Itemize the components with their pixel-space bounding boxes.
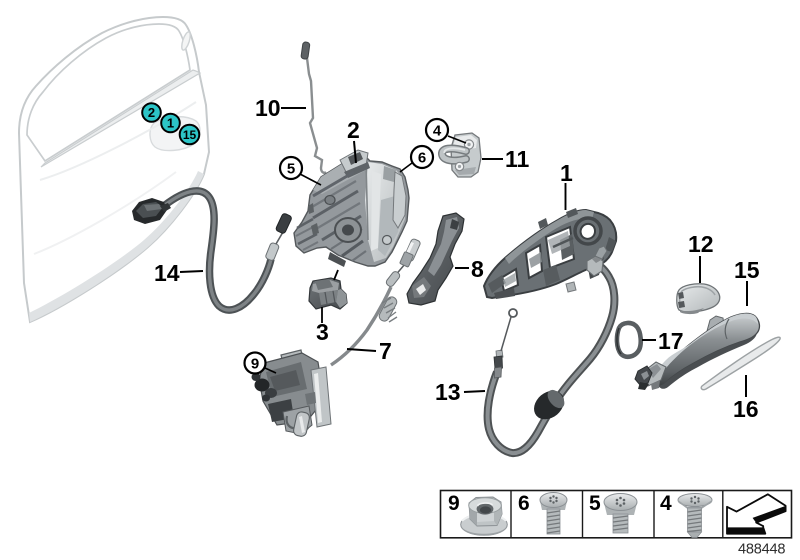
svg-text:6: 6 (418, 150, 426, 167)
svg-text:5: 5 (589, 492, 601, 515)
svg-text:4: 4 (660, 492, 672, 515)
svg-text:6: 6 (518, 492, 530, 515)
svg-text:5: 5 (287, 161, 295, 178)
svg-text:1: 1 (167, 116, 174, 131)
svg-text:12: 12 (688, 231, 714, 257)
svg-text:3: 3 (316, 319, 329, 345)
svg-text:17: 17 (658, 328, 684, 354)
svg-text:8: 8 (471, 256, 484, 282)
svg-text:2: 2 (347, 117, 360, 143)
svg-text:9: 9 (251, 356, 259, 373)
svg-text:10: 10 (255, 95, 281, 121)
svg-text:4: 4 (433, 123, 442, 140)
svg-text:1: 1 (560, 160, 573, 186)
svg-text:14: 14 (154, 260, 180, 286)
svg-text:488448: 488448 (738, 542, 785, 558)
svg-text:15: 15 (183, 128, 197, 142)
svg-text:15: 15 (734, 257, 760, 283)
svg-text:11: 11 (505, 146, 530, 172)
svg-text:16: 16 (733, 396, 759, 422)
svg-text:2: 2 (148, 105, 155, 120)
svg-text:13: 13 (435, 379, 461, 405)
svg-text:9: 9 (448, 492, 460, 515)
svg-text:7: 7 (379, 338, 392, 364)
